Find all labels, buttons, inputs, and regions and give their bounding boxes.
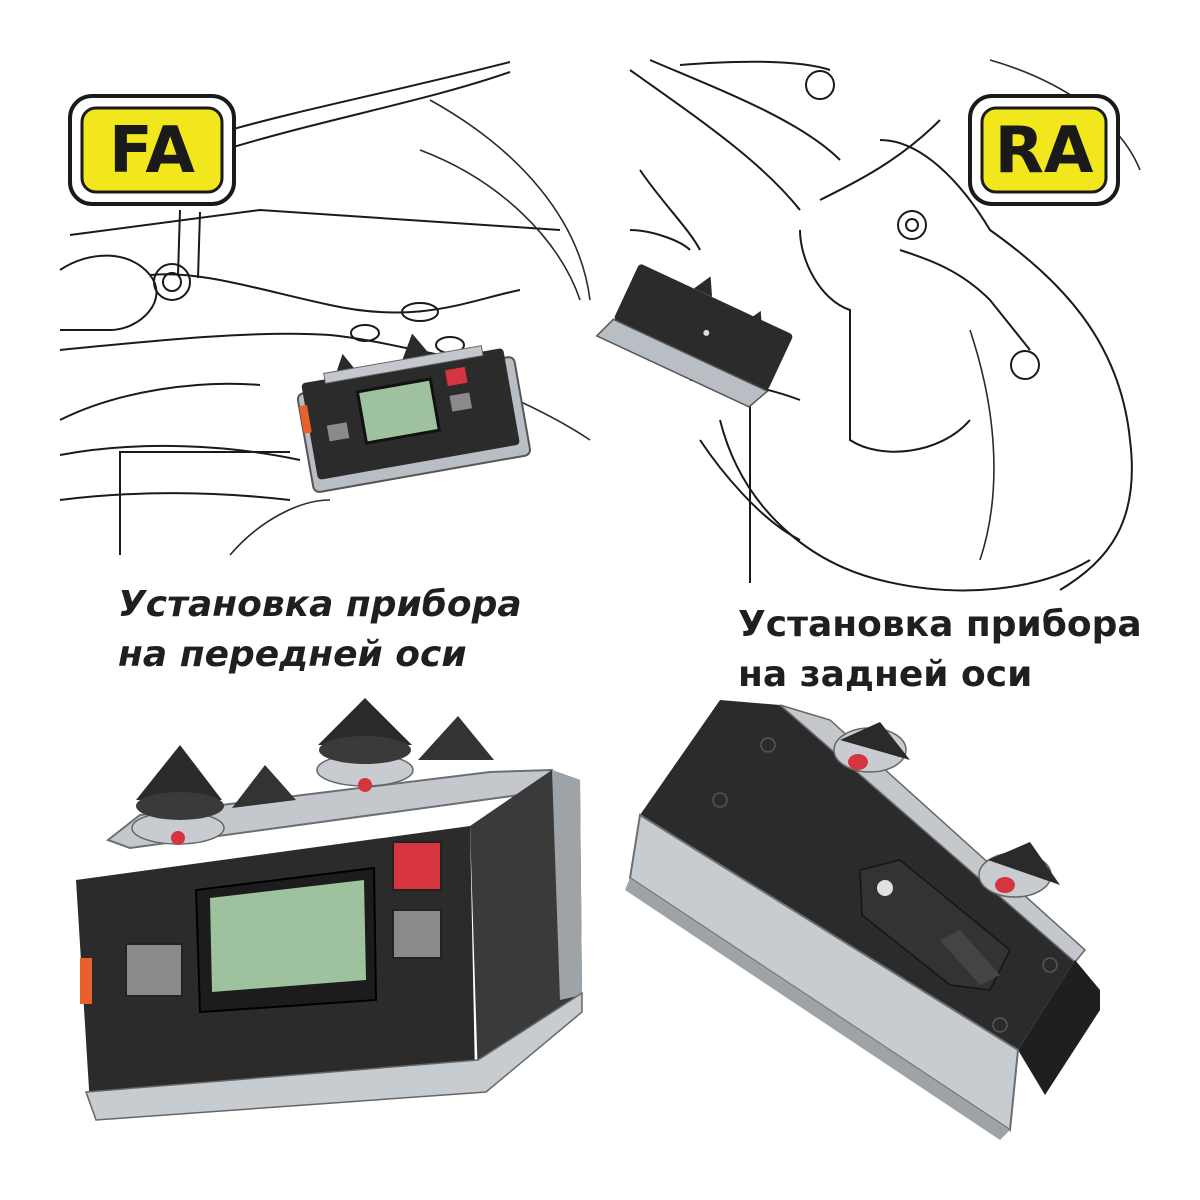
front-axle-caption: Установка прибора на передней оси — [118, 580, 522, 680]
red-button-icon — [392, 841, 442, 891]
front-caption-line2: на передней оси — [118, 634, 467, 675]
cone-pin-icon — [978, 842, 1060, 898]
rear-axle-caption: Установка прибора на задней оси — [738, 600, 1142, 700]
front-axle-badge-label: FA — [109, 114, 195, 188]
front-sensor-device-large — [76, 698, 583, 1121]
rear-axle-badge: RA — [968, 94, 1120, 206]
front-suspension-line-art — [59, 61, 591, 556]
rear-installed-sensor-icon — [595, 264, 793, 408]
rear-sensor-device-large — [625, 700, 1100, 1140]
grey-button-left-icon — [125, 943, 183, 997]
front-device-screen — [210, 880, 366, 992]
rear-caption-line1: Установка прибора — [738, 604, 1142, 645]
grey-button-right-icon — [392, 909, 442, 959]
front-installed-sensor-icon — [296, 333, 532, 493]
rear-caption-line2: на задней оси — [738, 654, 1033, 695]
front-axle-badge: FA — [68, 94, 236, 206]
cone-pin-icon — [131, 745, 225, 845]
rear-axle-badge-label: RA — [995, 114, 1094, 188]
cone-pin-icon — [316, 698, 414, 792]
front-caption-line1: Установка прибора — [118, 584, 522, 625]
rear-suspension-line-art — [629, 59, 1141, 592]
cone-pin-icon — [833, 722, 910, 773]
logo-icon — [80, 958, 92, 1004]
